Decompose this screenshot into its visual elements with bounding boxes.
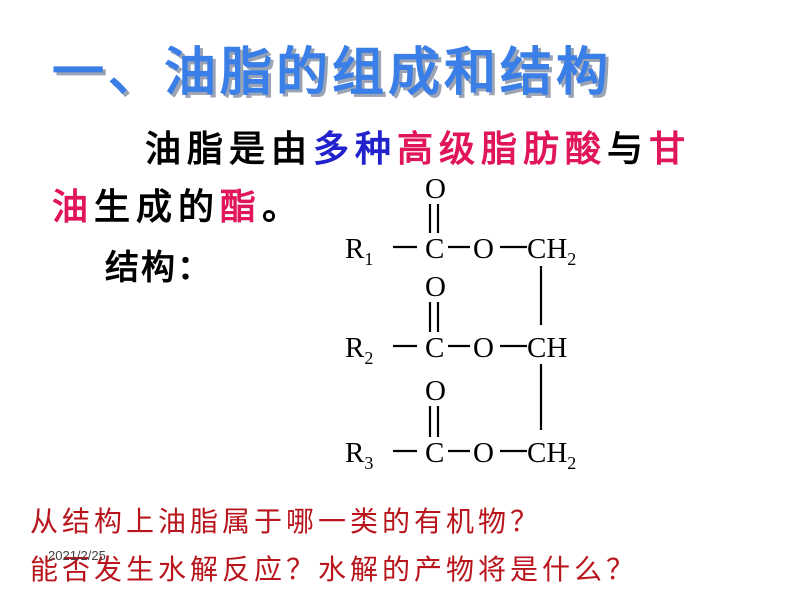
definition-highlight-red: 酯 (220, 187, 263, 228)
carbon-atom: C (425, 437, 444, 469)
oxygen-atom: O (473, 332, 494, 364)
definition-highlight-blue: 多种 (313, 129, 398, 170)
ch-group: CH2 (527, 233, 576, 269)
definition-line-2: 油生成的酯。 (52, 178, 304, 230)
definition-highlight-red: 甘 (649, 129, 692, 170)
ch-group: CH (527, 332, 567, 364)
definition-text: 。 (262, 187, 305, 228)
definition-highlight-red: 高级脂肪酸 (397, 129, 608, 170)
oxygen-atom: O (425, 375, 446, 407)
oxygen-atom: O (425, 173, 446, 205)
r-group: R3 (345, 437, 373, 473)
r-group: R2 (345, 332, 373, 368)
ch-group: CH2 (527, 437, 576, 473)
carbon-atom: C (425, 332, 444, 364)
question-1: 从结构上油脂属于哪一类的有机物？ (30, 505, 543, 538)
question-2: 能否发生水解反应？水解的产物将是什么？ (30, 553, 639, 586)
definition-highlight-red: 油 (52, 187, 95, 228)
definition-text: 油脂是由 (145, 129, 314, 170)
slide-date: 2021/2/25 (48, 548, 106, 563)
oxygen-atom: O (473, 437, 494, 469)
oxygen-atom: O (473, 233, 494, 265)
slide-title: 一、油脂的组成和结构 (52, 43, 613, 103)
oxygen-atom: O (425, 271, 446, 303)
carbon-atom: C (425, 233, 444, 265)
definition-line-1: 油脂是由多种高级脂肪酸与甘 (145, 120, 691, 172)
definition-text: 生成的 (94, 187, 221, 228)
definition-text: 与 (607, 129, 650, 170)
structure-label: 结构： (105, 248, 213, 288)
r-group: R1 (345, 233, 373, 269)
